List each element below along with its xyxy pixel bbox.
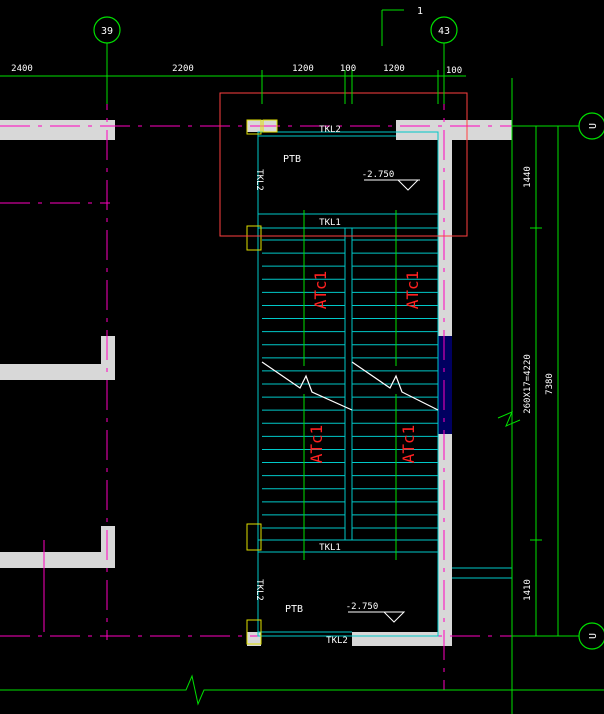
grid-lines	[0, 80, 590, 690]
highlight-box[interactable]	[219, 92, 468, 237]
flight-label-4: ATc1	[399, 425, 418, 464]
post-upper-left	[246, 225, 262, 251]
dim-text-flight: 260X17=4220	[523, 354, 533, 414]
elevation-triangle-lower	[382, 611, 406, 623]
dim-text-1440: 1440	[523, 166, 533, 188]
axis-label-top-small: 1	[417, 6, 423, 17]
beam-label-upper-mid: TKL1	[319, 218, 341, 228]
axis-labels: 39 43 U U 1	[101, 6, 599, 639]
post-bottom-left	[246, 619, 262, 645]
beam-label-upper-left: TKL2	[254, 169, 264, 191]
break-mark-right	[497, 411, 521, 427]
dimension-lines	[0, 9, 604, 714]
axis-bubble-43[interactable]	[430, 16, 458, 44]
flight-label-1: ATc1	[311, 271, 330, 310]
post-top-mid	[262, 119, 278, 133]
dim-text-2200: 2200	[172, 64, 194, 74]
elevation-label-upper: -2.750	[362, 170, 395, 180]
wall-left-low-stub	[101, 526, 115, 568]
break-right	[351, 361, 439, 411]
axis-bubbles	[93, 16, 604, 650]
wall-right-upper	[438, 140, 452, 336]
dim-text-2400: 2400	[11, 64, 33, 74]
axis-bubble-39[interactable]	[93, 16, 121, 44]
axis-label-43: 43	[438, 26, 450, 37]
axis-bubble-right-top[interactable]	[578, 112, 604, 140]
opening-right-wall	[438, 336, 452, 434]
elevation-label-lower: -2.750	[346, 602, 379, 612]
beam-label-lower-mid: TKL1	[319, 543, 341, 553]
beam-label-bottom: TKL2	[326, 636, 348, 646]
dim-text-100-a: 100	[340, 64, 356, 74]
axis-label-right-bottom: U	[588, 633, 599, 639]
wall-bottom-stair	[352, 632, 452, 646]
axis-bubble-right-bottom[interactable]	[578, 622, 604, 650]
dim-text-100-b: 100	[446, 66, 462, 76]
slab-label-lower: PTB	[285, 604, 303, 615]
axis-label-right-top: U	[588, 123, 599, 129]
dim-text-1200-b: 1200	[383, 64, 405, 74]
elevation-triangle-upper	[396, 179, 420, 191]
post-lower-left	[246, 523, 262, 551]
flight-arrows	[303, 210, 397, 560]
elevation-markers: -2.750 -2.750	[346, 170, 420, 623]
wall-left-mid-stub	[101, 336, 115, 380]
wall-left-low	[0, 552, 115, 568]
beam-label-top: TKL2	[319, 125, 341, 135]
beam-outlines	[246, 119, 278, 645]
wall-top-left	[0, 120, 115, 140]
flight-label-2: ATc1	[403, 271, 422, 310]
dim-text-7380: 7380	[545, 373, 555, 395]
flight-labels: ATc1 ATc1 ATc1 ATc1	[307, 271, 422, 464]
beam-label-lower-left: TKL2	[254, 579, 264, 601]
flight-break-symbols	[261, 361, 439, 411]
dim-text-1410: 1410	[523, 579, 533, 601]
slab-label-upper: PTB	[283, 154, 301, 165]
dim-text-1200-a: 1200	[292, 64, 314, 74]
wall-left-mid	[0, 364, 115, 380]
slab-labels: PTB PTB	[283, 154, 303, 615]
wall-right-lower	[438, 434, 452, 646]
post-top-left	[246, 119, 262, 135]
stair-outline	[257, 131, 512, 637]
dimension-texts-top: 2400 2200 1200 100 1200 100	[11, 64, 462, 76]
dimension-texts-right: 1440 260X17=4220 1410 7380	[523, 166, 555, 601]
break-left	[261, 361, 353, 411]
walls	[0, 120, 512, 646]
beam-labels: TKL2 TKL2 TKL1 TKL1 TKL2 TKL2	[254, 125, 348, 646]
break-mark-bottom	[0, 674, 604, 706]
stair-treads	[262, 239, 438, 529]
wall-top-right	[396, 120, 512, 140]
axis-label-39: 39	[101, 26, 113, 37]
flight-label-3: ATc1	[307, 425, 326, 464]
